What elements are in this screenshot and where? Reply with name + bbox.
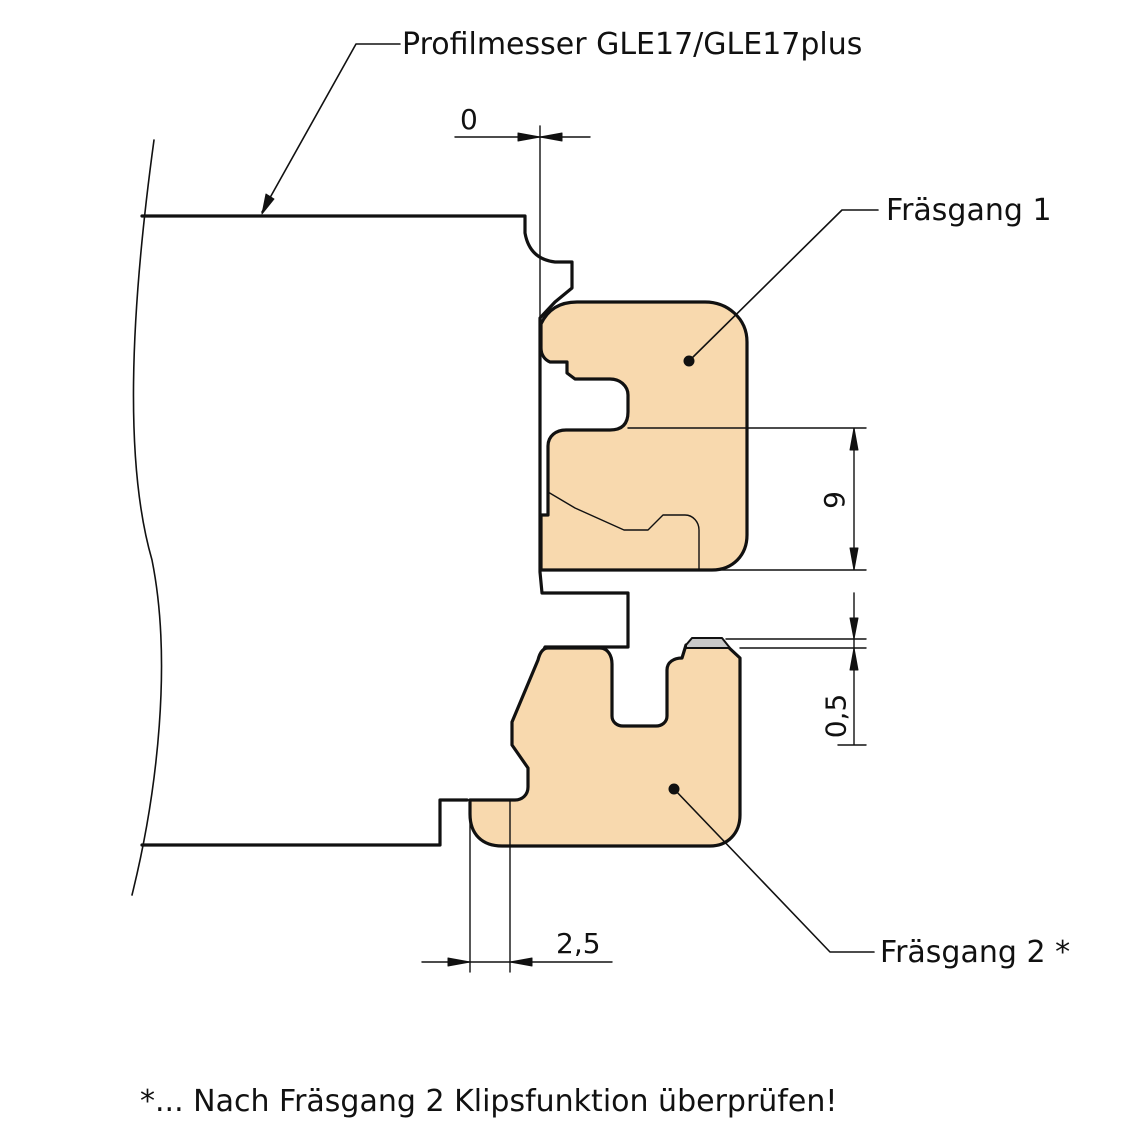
dim-05-value: 0,5 (819, 693, 853, 739)
break-line (131, 139, 163, 896)
pass1-profile (539, 300, 749, 572)
footnote: *... Nach Fräsgang 2 Klipsfunktion überp… (140, 1084, 838, 1119)
pass1-inner-line (547, 491, 700, 571)
dim-0-arrow (517, 132, 563, 142)
pass2-profile (468, 643, 742, 848)
tool-label: Profilmesser GLE17/GLE17plus (402, 27, 863, 62)
leader-pass1 (688, 209, 879, 362)
workpiece-bottom-outline (140, 798, 469, 847)
pass2-label: Fräsgang 2 * (880, 935, 1071, 970)
dim-05-arrow (849, 617, 859, 671)
dim-25-value: 2,5 (556, 927, 601, 960)
leader-tool (261, 43, 401, 213)
pass1-label: Fräsgang 1 (886, 193, 1052, 228)
leader-pass2 (673, 788, 875, 953)
dim-9-arrow (849, 427, 859, 571)
dim-9-value: 9 (817, 491, 851, 509)
dim-25-arrow (447, 957, 533, 967)
dim-05-lines (725, 592, 867, 746)
workpiece-outline (140, 214, 630, 660)
dim-0-value: 0 (460, 103, 478, 136)
pass2-cutting-edge (685, 637, 731, 649)
leader-pass1-arrow (261, 193, 275, 215)
dim-9-lines (627, 427, 867, 571)
